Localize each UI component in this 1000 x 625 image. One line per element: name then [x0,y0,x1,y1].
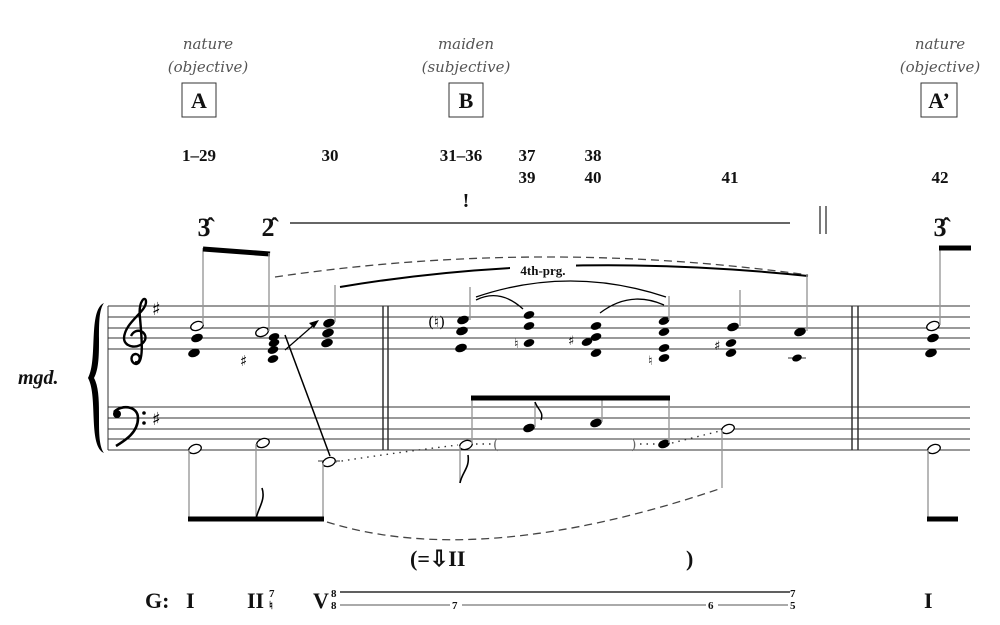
voice-exchange-line [284,334,331,457]
bass-annotation-open: (=⇩II [410,546,465,571]
key-label: G: [145,588,169,613]
treble-measure-3 [925,245,971,358]
slur [599,298,665,314]
section-box [181,82,217,118]
treble-measure-1: ♯ [188,246,336,370]
natural-accidental: ♮ [648,354,653,369]
sharp-accidental: ♯ [714,339,720,354]
treble-clef-icon [122,297,148,366]
brace [88,303,104,453]
figure: 8 [331,600,337,612]
figure: 6 [708,600,714,612]
measure-number: 1–29 [182,146,216,165]
chord-ii: II [247,588,264,613]
bass-measure-1 [188,437,340,522]
svg-text:(: ( [493,437,498,453]
key-signature-sharp: ♯ [152,299,161,320]
fourth-progression-label: 4th-prg. [520,263,565,278]
bass-clef-icon [113,405,146,448]
dashed-slur [326,487,723,541]
measure-number: 39 [519,168,536,187]
treble-staff [108,305,970,350]
section-label: maiden [438,35,494,53]
section-box-label: A [191,88,207,113]
section-a-prime-header: nature (objective) A’ [900,35,981,118]
section-b-header: maiden (subjective) B [422,35,511,118]
measure-numbers: 1–29 30 31–36 37 38 39 40 41 42 [182,146,949,187]
bass-measure-2: ( ) [459,395,735,488]
scale-degree-3: 3̂ [198,213,216,242]
dotted-lines [476,430,721,445]
figure: 7 [269,588,275,600]
chord-v: V [313,588,329,613]
section-sublabel: (subjective) [422,58,511,76]
natural-accidental: ♮ [514,337,519,352]
scale-degree-2: 2̂ [262,213,280,242]
figure: 7 [452,600,458,612]
bass-staff [108,406,970,451]
dashed-slur [274,256,809,278]
section-box-label: B [459,88,474,113]
measure-number: 31–36 [440,146,483,165]
bass-measure-3 [927,443,958,522]
sharp-accidental: ♯ [568,334,574,349]
measure-number: 37 [519,146,537,165]
svg-text:): ) [631,437,636,453]
slur [475,294,524,310]
section-box-label: A’ [928,88,950,113]
figure: 5 [790,600,796,612]
key-signature-sharp: ♯ [152,409,161,430]
section-sublabel: (objective) [168,58,249,76]
figure: 8 [331,588,337,600]
roman-numeral-analysis: G: I II 7 ♮ V 8 8 7 6 7 5 I [145,588,933,613]
section-box [448,82,484,118]
slur [475,280,667,298]
measure-number: 38 [585,146,602,165]
section-label: nature [915,35,965,53]
dotted-line [334,444,459,463]
scale-degree-3: 3̂ [934,213,952,242]
motion-arrow-icon [284,320,319,351]
staff-label: mgd. [18,367,59,389]
section-box [920,82,958,118]
sharp-accidental: ♯ [240,352,247,370]
measure-number: 30 [322,146,339,165]
section-label: nature [183,35,233,53]
chord-i: I [924,588,933,613]
section-a-header: nature (objective) A [168,35,249,118]
bass-annotation-close: ) [686,546,693,571]
exclamation-mark: ! [463,190,470,212]
figure: ♮ [269,600,273,612]
figure: 7 [790,588,796,600]
flag [255,487,264,520]
section-sublabel: (objective) [900,58,981,76]
measure-number: 41 [722,168,739,187]
measure-number: 40 [585,168,602,187]
double-barline [382,306,859,450]
parenthesized-natural: (♮) [428,313,445,331]
measure-number: 42 [932,168,949,187]
chord-i: I [186,588,195,613]
treble-measure-2: (♮) ♮ ♯ ♮ ♯ [428,274,808,369]
